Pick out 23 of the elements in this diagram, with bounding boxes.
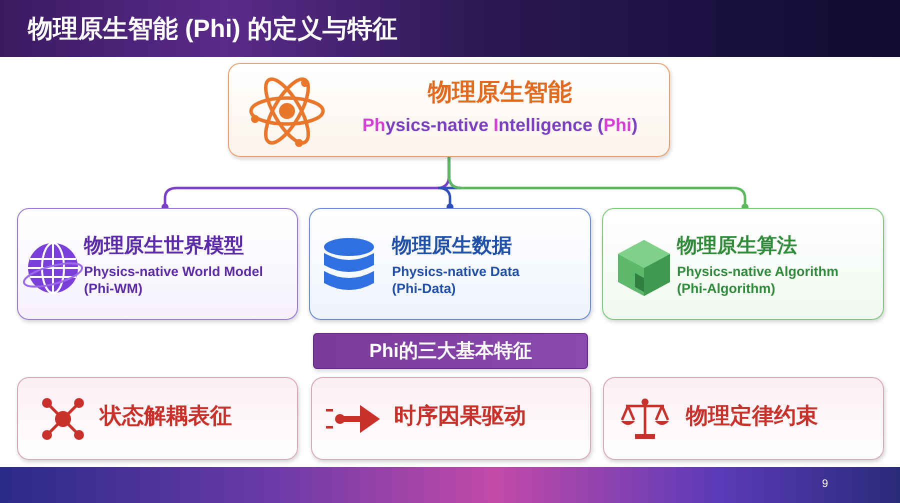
box-subtitle: Physics-native World Model (Phi-WM) (84, 263, 264, 297)
feature-box (311, 377, 591, 460)
connector (448, 157, 748, 210)
box-heading: 物理原生智能 (426, 78, 573, 108)
component-box (17, 208, 298, 320)
section-banner (313, 333, 588, 369)
feature-box (603, 377, 884, 460)
box-heading: 状态解耦表征 (100, 402, 233, 430)
box-heading: 物理原生世界模型 (84, 234, 245, 259)
feature-box (17, 377, 298, 460)
box-heading: 物理原生数据 (392, 234, 513, 259)
component-box (602, 208, 884, 320)
banner-title: Phi的三大基本特征 (368, 340, 533, 364)
box-subtitle: Physics-native Data (Phi-Data) (392, 263, 521, 297)
box-subtitle: Physics-native Intelligence (Phi) (361, 114, 639, 136)
definition-box (228, 63, 670, 157)
box-subtitle: Physics-native Algorithm (Phi-Algorithm) (677, 263, 840, 297)
box-heading: 物理原生算法 (677, 234, 798, 259)
component-box (309, 208, 591, 320)
page-number: 9 (822, 478, 828, 490)
title: 物理原生智能 (Phi) 的定义与特征 (28, 14, 398, 45)
box-heading: 时序因果驱动 (394, 402, 527, 430)
box-heading: 物理定律约束 (686, 402, 819, 430)
